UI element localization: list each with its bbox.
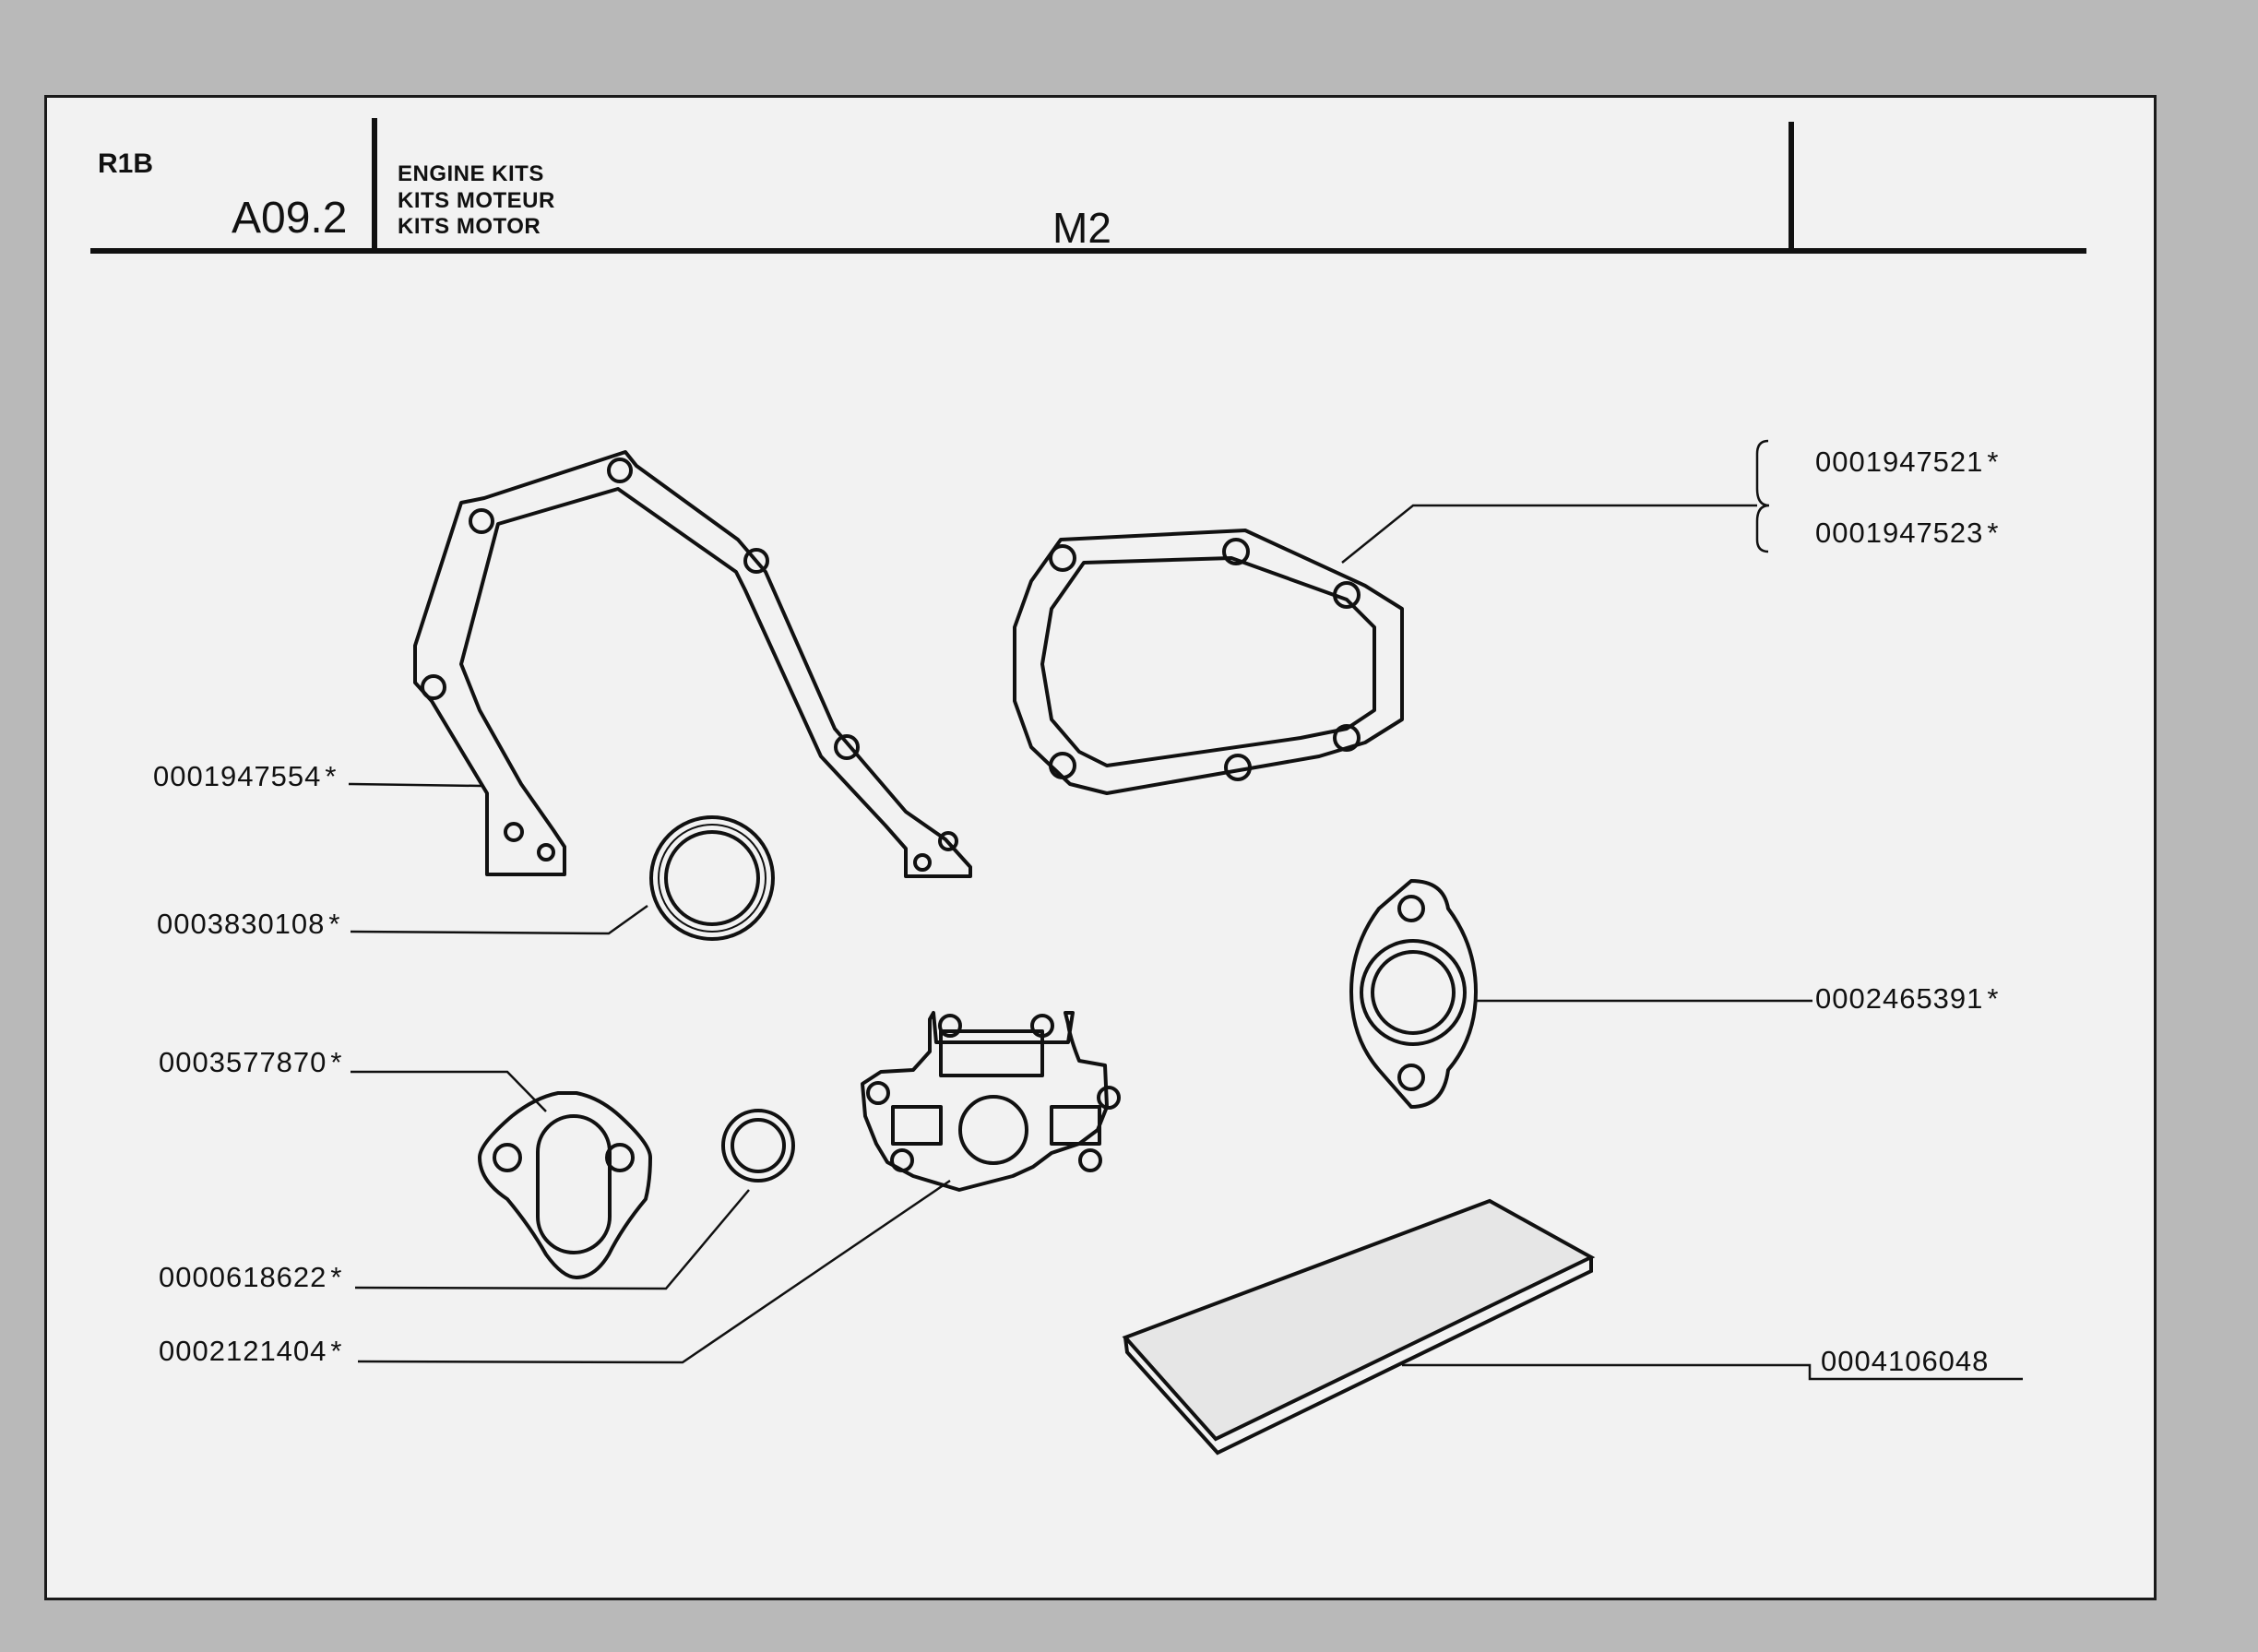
gasket-sheet (1122, 1198, 1596, 1456)
water-pump-gasket (1013, 529, 1404, 795)
group-code: M2 (1052, 204, 1111, 252)
timing-cover-gasket (413, 450, 972, 878)
callout-0001947521: 0001947521* (1815, 446, 2000, 478)
model-code: R1B (98, 149, 154, 179)
callout-0001947523: 0001947523* (1815, 517, 2000, 549)
kit-title-de: KITS MOTOR (398, 214, 541, 239)
callout-labels: 0001947521* 0001947523* 0001947554* 0003… (153, 446, 2000, 1377)
manifold-gasket (861, 1011, 1121, 1192)
flange-gasket (1349, 879, 1478, 1109)
callout-0002121404: 0002121404* (159, 1335, 343, 1367)
callout-0001947554: 0001947554* (153, 760, 338, 792)
leader-lines (348, 439, 2023, 1381)
crankshaft-seal (649, 815, 775, 941)
section-code: A09.2 (232, 194, 348, 243)
callout-0002465391: 0002465391* (1815, 982, 2000, 1015)
callout-0004106048: 0004106048 (1821, 1345, 1989, 1377)
small-o-ring (721, 1109, 795, 1183)
fuel-pump-gasket (478, 1091, 652, 1279)
callout-0003577870: 0003577870* (159, 1046, 343, 1078)
kit-title-en: ENGINE KITS (398, 161, 544, 186)
callout-0000618622: 0000618622* (159, 1261, 343, 1293)
header-rules (90, 118, 2086, 254)
kit-title-fr: KITS MOTEUR (398, 188, 555, 213)
parts-sheet: R1B A09.2 ENGINE KITS KITS MOTEUR KITS M… (44, 95, 2157, 1600)
callout-0003830108: 0003830108* (157, 908, 341, 940)
